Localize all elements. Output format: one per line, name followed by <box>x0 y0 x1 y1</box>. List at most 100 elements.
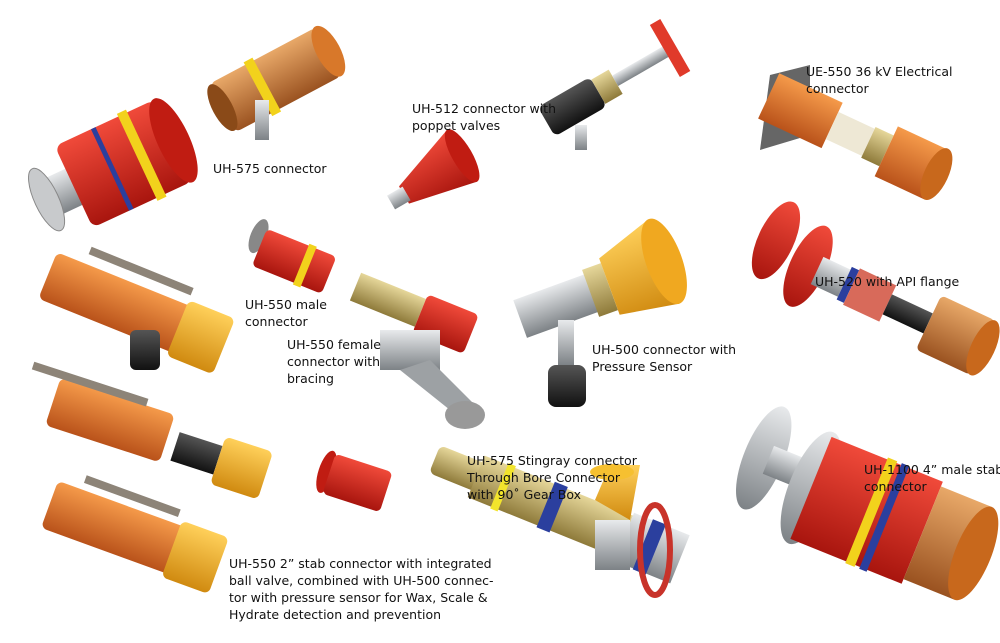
connector-part <box>810 256 851 297</box>
connector-part <box>641 218 687 305</box>
connector-part <box>783 225 833 307</box>
connector-part <box>292 243 317 288</box>
label-uh-520: UH-520 with API flange <box>815 273 959 290</box>
uh-512-connector-image <box>387 19 691 210</box>
label-line: connector <box>864 479 927 494</box>
connector-part <box>490 463 516 512</box>
connector-part <box>170 432 223 475</box>
uh-1100-male-stab-image <box>736 406 999 601</box>
connector-part <box>445 401 485 429</box>
connector-part <box>548 365 586 407</box>
connector-part <box>90 127 134 211</box>
connector-part <box>349 272 427 327</box>
connector-part <box>46 379 174 461</box>
label-line: UH-550 2” stab connector with integrated <box>229 556 492 571</box>
connector-part <box>582 263 618 317</box>
label-line: poppet valves <box>412 118 501 133</box>
label-line: UH-512 connector with <box>412 101 557 116</box>
label-line: UH-575 Stingray connector <box>467 453 637 468</box>
connector-part <box>40 254 195 353</box>
connector-part <box>400 360 480 410</box>
uh-520-api-flange-image <box>751 201 1000 376</box>
label-line: Pressure Sensor <box>592 359 693 374</box>
connector-part <box>920 148 953 200</box>
connector-part <box>751 201 801 280</box>
connector-part <box>612 45 671 87</box>
connector-part <box>316 450 337 493</box>
connector-part <box>736 406 792 510</box>
uh-575-connector-image <box>28 98 198 232</box>
connector-part <box>649 19 691 77</box>
connector-part <box>253 230 335 293</box>
sensor-body <box>130 330 160 370</box>
label-line: UH-500 connector with <box>592 342 737 357</box>
uh-550-valve-assembly-2 <box>31 361 272 498</box>
label-line: connector <box>806 81 869 96</box>
uh-575-female-image <box>207 25 346 132</box>
connector-part <box>966 320 1000 376</box>
connector-part <box>88 246 194 296</box>
connector-part <box>575 125 587 150</box>
connector-part <box>211 29 340 131</box>
uh-550-female-connector-image <box>349 272 485 429</box>
label-line: tor with pressure sensor for Wax, Scale … <box>229 590 488 605</box>
label-line: UH-575 connector <box>213 161 327 176</box>
connector-part <box>28 167 66 232</box>
label-line: UH-550 male <box>245 297 327 312</box>
connector-part <box>595 520 630 570</box>
connector-part <box>558 320 574 365</box>
connector-part <box>637 502 673 598</box>
label-line: UE-550 36 kV Electrical <box>806 64 953 79</box>
connector-part <box>316 450 392 511</box>
connector-part <box>845 457 898 567</box>
label-ue-550: UE-550 36 kV Electrical connector <box>806 63 952 97</box>
label-uh-550-male: UH-550 male connector <box>245 296 327 330</box>
connector-part <box>243 57 282 117</box>
connector-part <box>882 294 933 334</box>
connector-part <box>211 438 272 498</box>
label-uh-575: UH-575 connector <box>213 160 327 177</box>
label-line: connector <box>245 314 308 329</box>
label-line: connector with <box>287 354 381 369</box>
connector-part <box>248 219 269 254</box>
connector-part <box>948 506 999 601</box>
connector-part <box>861 126 894 167</box>
label-line: UH-550 female <box>287 337 381 352</box>
uh-500-pressure-sensor-image <box>513 218 687 407</box>
connector-part <box>836 266 860 303</box>
connector-part <box>149 98 198 183</box>
label-line: with 90˚ Gear Box <box>467 487 582 502</box>
connector-part <box>859 463 910 572</box>
label-line: bracing <box>287 371 334 386</box>
uh-575-stingray-image <box>316 447 690 598</box>
connector-part <box>116 109 167 201</box>
label-line: Hydrate detection and prevention <box>229 607 442 622</box>
connector-part <box>83 475 181 518</box>
connector-part <box>387 186 411 210</box>
uh-575-stem <box>255 100 269 140</box>
connector-part <box>387 129 480 210</box>
connector-part <box>843 268 897 322</box>
connector-part <box>903 486 992 600</box>
connector-part <box>590 464 634 480</box>
label-uh-550-female: UH-550 female connector with bracing <box>287 336 381 387</box>
connector-part <box>758 73 843 149</box>
connector-part <box>513 272 603 338</box>
connector-part <box>311 25 346 77</box>
connector-part <box>536 481 568 533</box>
label-uh-550-stab: UH-550 2” stab connector with integrated… <box>229 555 494 623</box>
uh-550-valve-assembly-3 <box>42 475 228 593</box>
connector-part <box>591 69 623 104</box>
uh-550-male-connector-image <box>248 219 335 293</box>
label-line: UH-520 with API flange <box>815 274 960 289</box>
label-line: ball valve, combined with UH-500 connec- <box>229 573 494 588</box>
connector-part <box>163 522 228 593</box>
connector-part <box>540 79 605 135</box>
connector-part <box>42 482 188 575</box>
connector-part <box>540 19 691 135</box>
connector-part <box>207 84 238 132</box>
